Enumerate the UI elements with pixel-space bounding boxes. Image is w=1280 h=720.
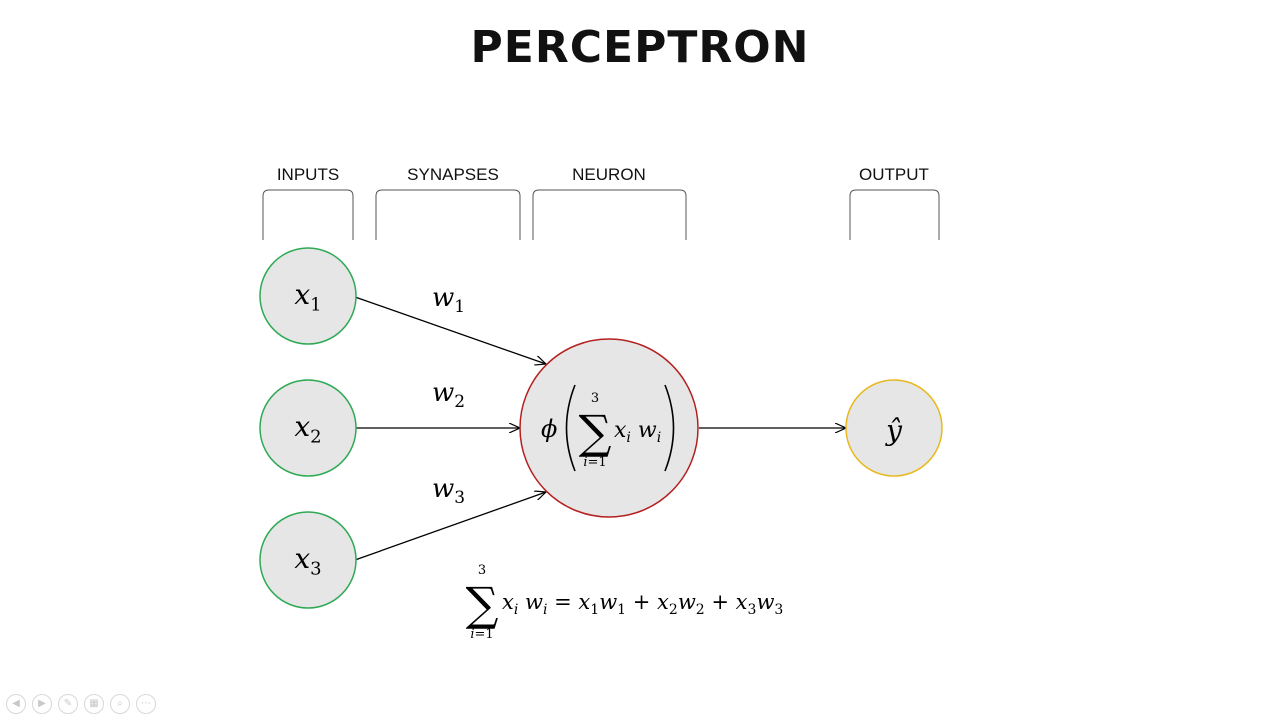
bottom-sum-lower: i=1 (470, 627, 493, 642)
synapse-arrow-1 (354, 296, 546, 364)
slides-icon[interactable]: ▦ (84, 694, 104, 714)
output-node (845, 379, 943, 477)
weight-label-1: w1 (432, 283, 466, 318)
bracket-inputs (262, 189, 354, 240)
section-label-inputs: INPUTS (276, 165, 340, 184)
bottom-formula-rhs: xi wi = x1w1 + x2w2 + x3w3 (502, 590, 783, 618)
input-node-3 (259, 511, 357, 609)
input-label-1: x1 (294, 278, 322, 316)
bracket-synapses (375, 189, 521, 240)
output-label: ŷ (884, 414, 903, 447)
presentation-controls: ◀ ▶ ✎ ▦ ⌕ ⋯ (6, 694, 156, 714)
section-label-synapses: SYNAPSES (407, 165, 499, 184)
bottom-sum-upper: 3 (478, 563, 486, 578)
weight-label-3: w3 (432, 474, 466, 509)
neuron-node (519, 338, 699, 518)
input-node-2 (259, 379, 357, 477)
neuron-sum-upper: 3 (591, 391, 599, 406)
input-label-3: x3 (294, 542, 322, 580)
section-label-neuron: NEURON (572, 165, 646, 184)
weight-label-2: w2 (432, 378, 466, 413)
neuron-phi: ϕ (541, 415, 557, 443)
neuron-paren-left (565, 384, 576, 472)
section-label-output: OUTPUT (859, 165, 929, 184)
more-icon[interactable]: ⋯ (136, 694, 156, 714)
pen-icon[interactable]: ✎ (58, 694, 78, 714)
neuron-sigma: ∑ (579, 405, 612, 459)
bracket-output (849, 189, 940, 240)
next-icon[interactable]: ▶ (32, 694, 52, 714)
input-label-2: x2 (294, 410, 322, 448)
bracket-neuron (532, 189, 687, 240)
bottom-sigma: ∑ (466, 577, 499, 631)
synapse-arrow-3 (354, 492, 546, 561)
neuron-sum-lower: i=1 (583, 455, 606, 470)
neuron-term: xi wi (614, 418, 661, 446)
prev-icon[interactable]: ◀ (6, 694, 26, 714)
page-title: PERCEPTRON (470, 22, 810, 73)
neuron-paren-right (664, 384, 675, 472)
zoom-icon[interactable]: ⌕ (110, 694, 130, 714)
input-node-1 (259, 247, 357, 345)
